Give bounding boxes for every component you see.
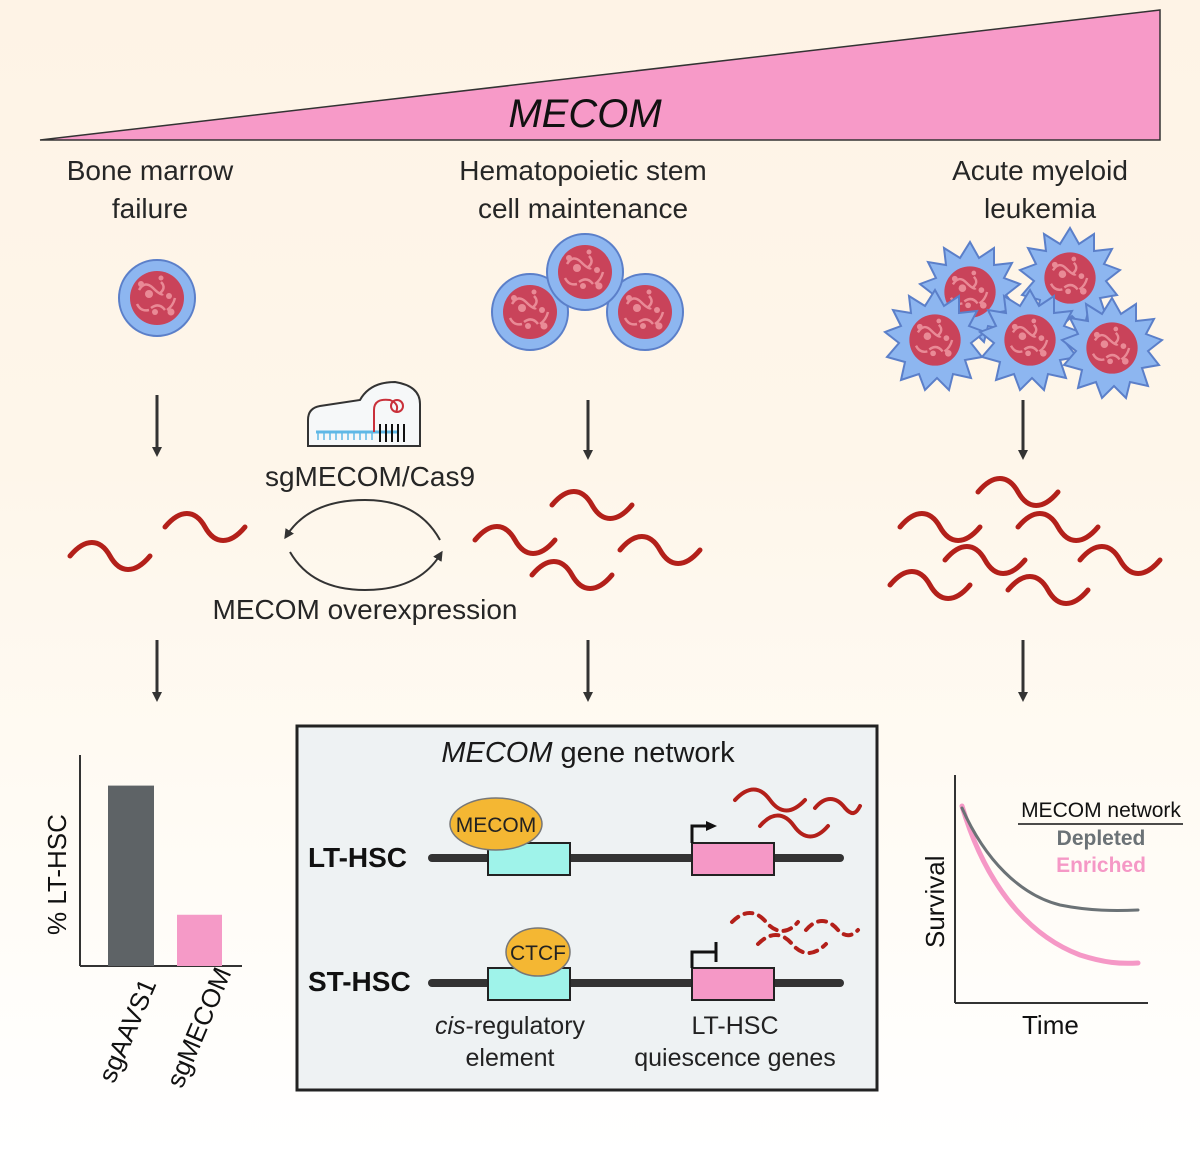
quiescence-gene-box	[691, 842, 775, 876]
cell-icon	[547, 234, 623, 310]
rna-icon	[900, 514, 980, 541]
promoter-active-arrow-icon	[690, 821, 717, 843]
rna-degraded-icon	[730, 911, 800, 933]
column-title-right: Acute myeloid leukemia	[952, 155, 1128, 224]
survival-x-label: Time	[1022, 1010, 1079, 1040]
mecom-factor-icon	[449, 797, 543, 851]
gene-network-box	[295, 724, 879, 1092]
rna-icon	[1080, 547, 1160, 574]
bar-chart-y-label: % LT-HSC	[42, 814, 72, 935]
st-hsc-label: ST-HSC	[308, 966, 411, 997]
legend-title: MECOM network	[1021, 799, 1181, 822]
rna-icon	[758, 813, 830, 839]
rna-icon	[1008, 577, 1088, 604]
genes-caption: LT-HSC quiescence genes	[634, 1012, 836, 1072]
rna-degraded-icon	[804, 919, 860, 938]
bar-sgMECOM	[177, 914, 222, 966]
mecom-gradient-label: MECOM	[508, 92, 662, 136]
survival-plot	[954, 775, 1183, 1004]
rna-icon	[945, 547, 1025, 574]
column-title-left: Bone marrow failure	[66, 155, 234, 224]
survival-curve-enriched	[959, 803, 1141, 966]
rna-icon	[1018, 514, 1098, 541]
rna-icon	[978, 479, 1058, 506]
ctcf-factor-icon	[505, 927, 571, 977]
survival-curve-depleted	[960, 806, 1140, 912]
cycle-arrow-bottom	[289, 550, 443, 592]
bar-sgAAVS1	[108, 785, 154, 966]
column-title-middle: Hematopoietic stem cell maintenance	[459, 155, 707, 224]
rna-degraded-icon	[756, 933, 828, 955]
cas9-icon	[307, 380, 421, 447]
rna-icon	[165, 514, 245, 541]
rna-icon	[475, 527, 555, 554]
rna-icon	[733, 787, 807, 813]
rna-icon	[890, 572, 970, 599]
mecom-factor-label: MECOM	[455, 814, 537, 837]
promoter-blocked-icon	[690, 942, 718, 968]
gene-network-title: MECOM gene network	[441, 737, 735, 769]
rna-icon	[70, 543, 150, 570]
survival-y-label: Survival	[920, 855, 950, 948]
rna-icon	[552, 492, 632, 519]
rna-icon	[620, 537, 700, 564]
bar-chart	[79, 755, 242, 967]
cell-icon	[119, 260, 195, 336]
cis-element-caption: cis-regulatory element	[434, 1012, 586, 1072]
rna-icon	[532, 562, 612, 589]
cycle-arrow-top	[284, 498, 441, 541]
ctcf-factor-label: CTCF	[510, 942, 566, 965]
legend-enriched: Enriched	[1056, 854, 1146, 877]
mecom-gradient-wedge	[39, 9, 1161, 141]
cycle-top-label: sgMECOM/Cas9	[264, 461, 476, 492]
rna-icon	[813, 797, 862, 815]
quiescence-gene-box	[691, 967, 775, 1001]
cycle-bottom-label: MECOM overexpression	[212, 594, 518, 625]
legend-depleted: Depleted	[1056, 827, 1146, 850]
lt-hsc-label: LT-HSC	[308, 842, 408, 873]
